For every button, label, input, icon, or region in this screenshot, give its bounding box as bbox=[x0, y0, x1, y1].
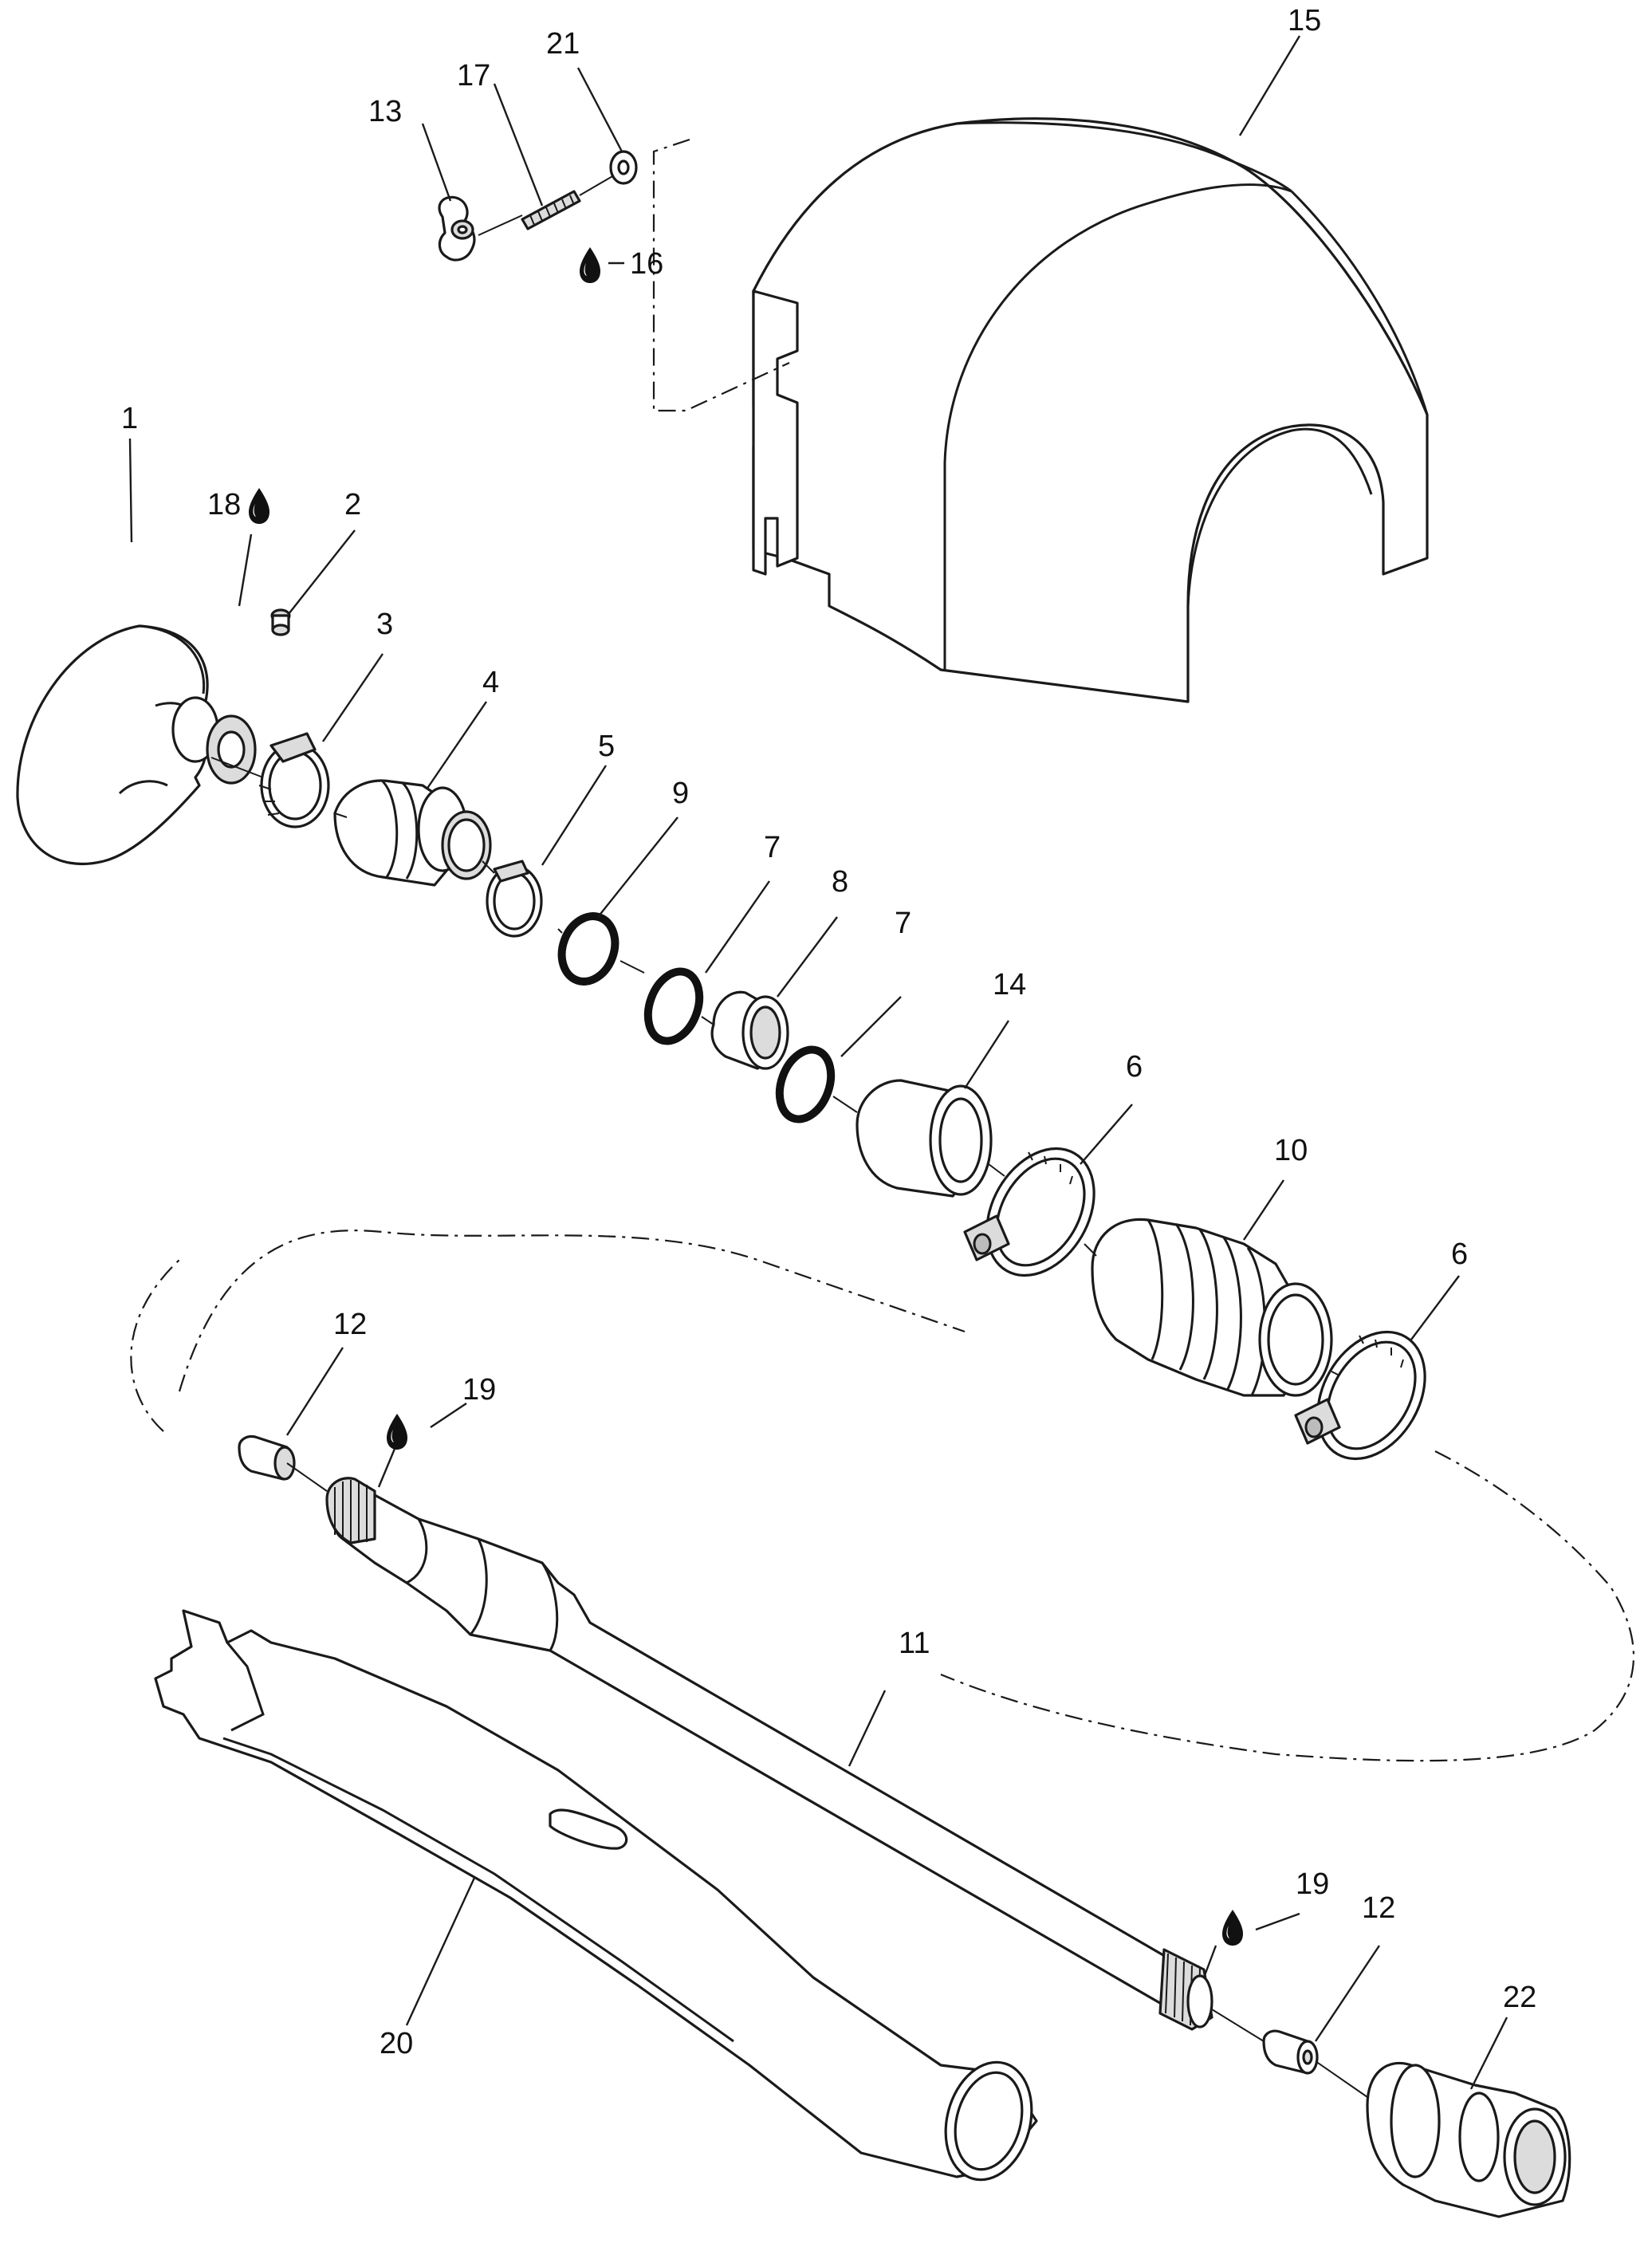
callout-18: 18 bbox=[207, 488, 241, 521]
part-3-clamp bbox=[258, 732, 330, 828]
part-20-tube bbox=[154, 1609, 1038, 2182]
callout-11: 11 bbox=[899, 1627, 930, 1660]
callout-7a: 7 bbox=[764, 831, 781, 864]
part-15-bracket bbox=[752, 289, 799, 576]
part-9-o-ring bbox=[557, 912, 620, 986]
callout-15: 15 bbox=[1288, 4, 1321, 37]
part-15-cover bbox=[752, 117, 1429, 703]
part-6-hose-clamp-a bbox=[963, 1147, 1095, 1277]
callout-17: 17 bbox=[457, 59, 490, 92]
callout-4: 4 bbox=[482, 666, 499, 699]
callout-20: 20 bbox=[380, 2027, 413, 2060]
callout-8: 8 bbox=[832, 865, 848, 899]
callout-1: 1 bbox=[121, 402, 138, 435]
assembly-line-cover bbox=[652, 138, 790, 412]
housing-bearing-ring bbox=[171, 696, 257, 785]
callout-21: 21 bbox=[546, 27, 580, 61]
part-17-stud bbox=[521, 190, 581, 230]
part-2-grease-nipple bbox=[270, 608, 291, 636]
callout-12b: 12 bbox=[1362, 1891, 1395, 1925]
assembly-line-shaft bbox=[130, 1230, 1635, 1762]
stud-axis-line bbox=[478, 175, 615, 236]
part-21-washer bbox=[609, 150, 638, 185]
callout-19a: 19 bbox=[462, 1373, 496, 1407]
part-10-bellows bbox=[1091, 1218, 1333, 1397]
callout-6b: 6 bbox=[1451, 1238, 1468, 1271]
callout-12a: 12 bbox=[333, 1308, 367, 1341]
callout-3: 3 bbox=[376, 608, 393, 641]
part-6-hose-clamp-b bbox=[1294, 1330, 1426, 1461]
part-7-o-ring-b bbox=[775, 1045, 836, 1123]
center-axis-line bbox=[210, 757, 1368, 2098]
part-11-drive-shaft bbox=[325, 1477, 1213, 2031]
part-12-plug-top bbox=[238, 1434, 296, 1481]
part-1-housing bbox=[16, 624, 209, 866]
callout-19b: 19 bbox=[1296, 1867, 1329, 1901]
callout-13: 13 bbox=[368, 95, 402, 128]
callout-16: 16 bbox=[630, 247, 663, 281]
leader-lines bbox=[128, 35, 1508, 2090]
callout-6a: 6 bbox=[1126, 1050, 1143, 1084]
part-8-bushing bbox=[710, 990, 789, 1070]
part-12-plug-bottom bbox=[1262, 2029, 1319, 2075]
part-4-boot bbox=[333, 779, 492, 887]
callout-5: 5 bbox=[598, 730, 615, 763]
callout-14: 14 bbox=[993, 968, 1026, 1001]
lubricant-drop-icon bbox=[580, 247, 600, 283]
callout-2: 2 bbox=[344, 488, 361, 521]
callout-7b: 7 bbox=[895, 907, 911, 940]
callout-9: 9 bbox=[672, 777, 689, 810]
part-14-sleeve bbox=[856, 1079, 993, 1198]
lubricant-drop-icon bbox=[387, 1414, 407, 1450]
lubricant-drop-icon bbox=[1222, 1910, 1243, 1946]
part-5-clamp bbox=[486, 860, 543, 938]
part-7-o-ring-a bbox=[643, 967, 704, 1045]
part-22-end-bearing bbox=[1366, 2061, 1571, 2218]
part-13-wing-nut bbox=[438, 195, 476, 262]
callout-10: 10 bbox=[1274, 1134, 1308, 1167]
lubricant-drop-icon bbox=[249, 488, 269, 524]
callout-labels: 1 2 3 4 5 6 6 7 7 8 9 10 11 12 12 13 14 … bbox=[121, 4, 1536, 2060]
callout-22: 22 bbox=[1503, 1981, 1536, 2014]
